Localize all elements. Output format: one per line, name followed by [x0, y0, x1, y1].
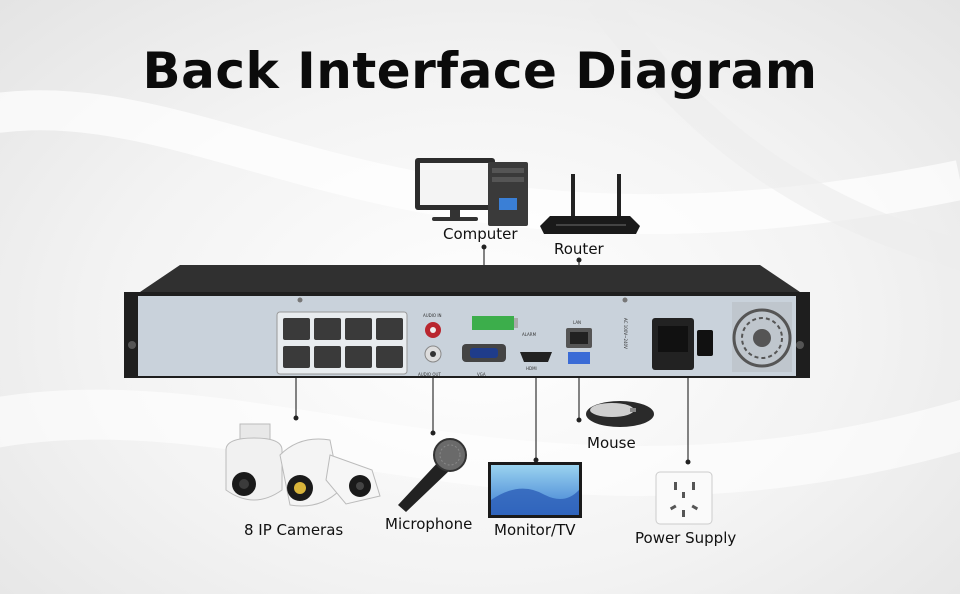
- audio-in-label: AUDIO IN: [423, 313, 442, 318]
- page-title: Back Interface Diagram: [142, 42, 818, 100]
- alarm-label: ALARM: [522, 332, 537, 337]
- lan-label: LAN: [573, 320, 582, 325]
- hdmi-label: HDMI: [526, 366, 537, 371]
- dome-camera: [225, 423, 283, 501]
- router-label: Router: [554, 240, 604, 258]
- power-supply-label: Power Supply: [635, 529, 737, 547]
- mouse-label: Mouse: [587, 434, 636, 452]
- bullet-camera-2: [325, 454, 381, 505]
- computer-label: Computer: [443, 225, 518, 243]
- audio-out-label: AUDIO OUT: [418, 372, 441, 377]
- poe-ports: [283, 318, 403, 368]
- vga-label: VGA: [477, 372, 486, 377]
- microphone-label: Microphone: [385, 515, 473, 533]
- cameras-label: 8 IP Cameras: [244, 521, 344, 539]
- monitor-label: Monitor/TV: [494, 521, 576, 539]
